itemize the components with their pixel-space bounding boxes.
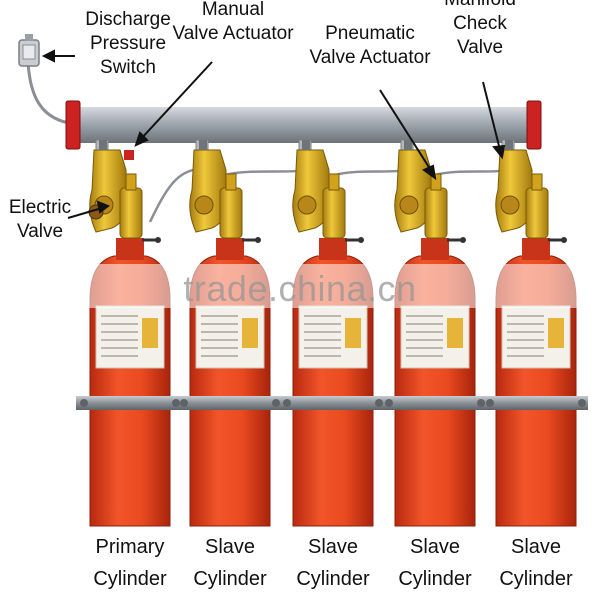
sticker-emblem [242, 318, 258, 348]
cylinder-unit [385, 139, 485, 527]
label-manual-valve-actuator: Manual Valve Actuator [172, 0, 294, 44]
cylinder-neck [421, 238, 449, 260]
manifold-flange-left [65, 100, 81, 150]
valve-port-nut [155, 237, 161, 243]
check-valve [404, 140, 412, 150]
strap-bolt [272, 399, 280, 407]
valve-elbow [194, 195, 214, 215]
clamp-strap-segment [494, 396, 578, 410]
strap-bolt [578, 399, 586, 407]
check-valve [99, 140, 107, 150]
cylinder-caption-line1: Slave [307, 536, 359, 558]
cylinder-unit [283, 139, 383, 527]
cylinder-neck [319, 238, 347, 260]
strap-bolt [477, 399, 485, 407]
valve-port-nut [561, 237, 567, 243]
clamp-strap-segment [88, 396, 172, 410]
pneumatic-actuator [525, 187, 549, 239]
pneumatic-actuator [119, 187, 143, 239]
cylinder-caption-line2: Cylinder [398, 568, 472, 590]
actuator-cap [531, 173, 543, 191]
pressure-switch-hose [26, 61, 76, 126]
actuator-cap [430, 173, 442, 191]
cylinder-neck [116, 238, 144, 260]
label-pneumatic-valve-actuator: Pneumatic Valve Actuator [309, 23, 431, 68]
cylinder-caption-line1: Slave [510, 536, 562, 558]
valve-elbow [500, 195, 520, 215]
clamp-strap-segment [291, 396, 375, 410]
sticker-emblem [345, 318, 361, 348]
cylinder-unit [486, 139, 586, 527]
pneumatic-actuator [219, 187, 243, 239]
cylinder-caption-line2: Cylinder [499, 568, 573, 590]
actuator-cap [125, 173, 137, 191]
actuator-wiring [148, 166, 513, 223]
strap-bolt [172, 399, 180, 407]
sticker-emblem [447, 318, 463, 348]
strap-bolt [375, 399, 383, 407]
clamp-strap-segment [393, 396, 477, 410]
strap-bolt [180, 399, 188, 407]
actuator-cap [328, 173, 340, 191]
manifold-flange-right [526, 100, 542, 150]
check-valve [302, 140, 310, 150]
manual-actuator-lever [124, 150, 134, 160]
valve-port-nut [358, 237, 364, 243]
valve-elbow [399, 195, 419, 215]
cylinder-neck [216, 238, 244, 260]
cylinder-caption-line2: Cylinder [93, 568, 167, 590]
watermark-text: trade.china.cn [183, 268, 417, 309]
watermark-band [0, 264, 600, 308]
sticker-emblem [548, 318, 564, 348]
cylinder-caption-line2: Cylinder [193, 568, 267, 590]
strap-bolt [385, 399, 393, 407]
strap-bolt [486, 399, 494, 407]
valve-elbow [297, 195, 317, 215]
check-valve [505, 140, 513, 150]
cylinder-unit [180, 139, 280, 527]
check-valve [199, 140, 207, 150]
pneumatic-actuator [424, 187, 448, 239]
cylinder-caption-line1: Slave [409, 536, 461, 558]
manifold-pipe [74, 107, 534, 143]
label-discharge-pressure-switch: Discharge Pressure Switch [85, 9, 171, 78]
cylinder-neck [522, 238, 550, 260]
leader-lines [41, 49, 506, 219]
valve-port-nut [460, 237, 466, 243]
strap-bolt [283, 399, 291, 407]
valve-port-nut [255, 237, 261, 243]
sticker-emblem [142, 318, 158, 348]
actuator-cap [225, 173, 237, 191]
pneumatic-actuator [322, 187, 346, 239]
label-electric-valve: Electric Valve [8, 197, 72, 242]
discharge-pressure-switch [18, 34, 40, 67]
label-manifold-check-valve: Manifold Check Valve [444, 0, 516, 58]
clamp-strap-segment [188, 396, 272, 410]
cylinder-caption-line1: Primary [95, 536, 165, 558]
cylinder-unit [80, 139, 180, 527]
cylinder-caption-line1: Slave [204, 536, 256, 558]
strap-bolt [80, 399, 88, 407]
cylinder-caption-line2: Cylinder [296, 568, 370, 590]
